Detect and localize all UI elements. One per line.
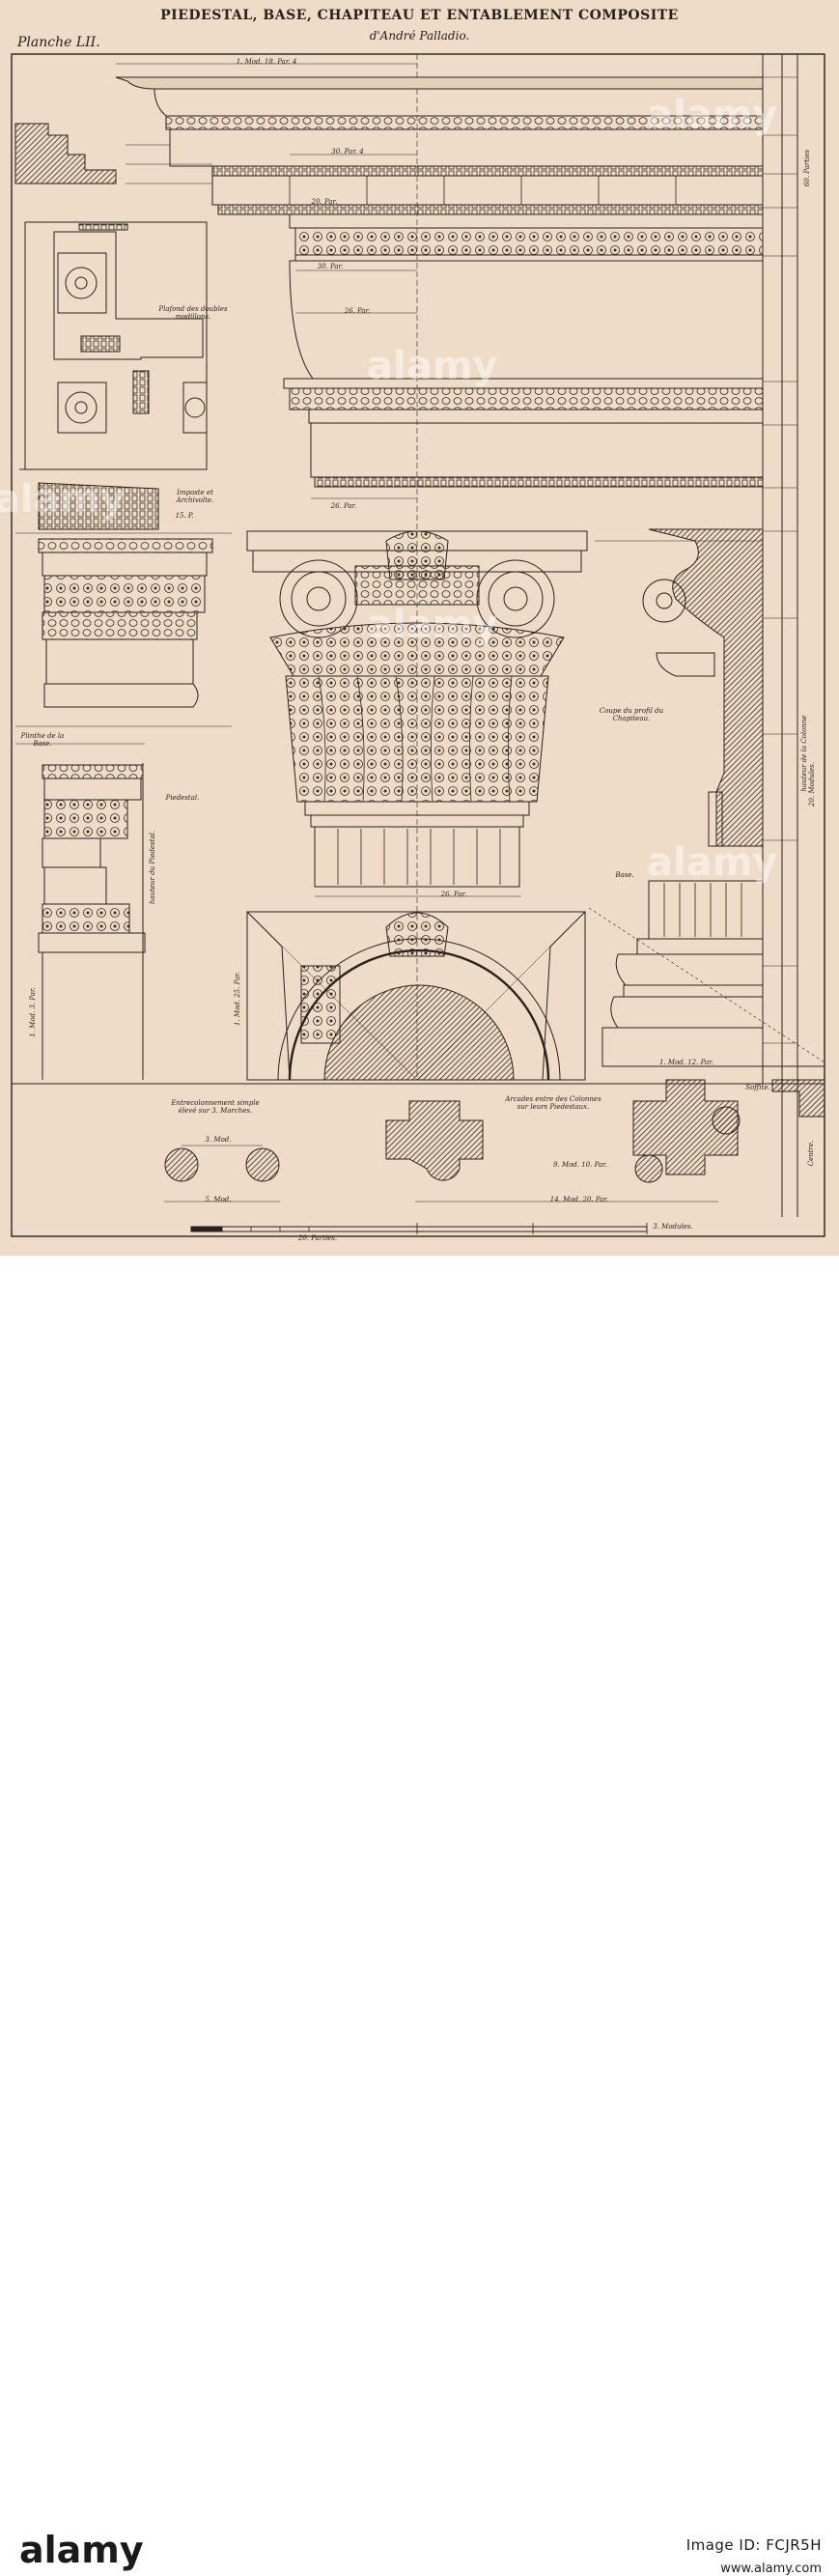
label-plafond: Plafond des doubles modillons. (158, 305, 228, 321)
dim-label: 1. Mod. 12. Par. (659, 1059, 713, 1066)
label-centre: Centre. (807, 1140, 815, 1167)
watermark: alamy (647, 93, 778, 137)
engraving-plate: PIEDESTAL, BASE, CHAPITEAU ET ENTABLEMEN… (0, 0, 839, 1256)
dim-label: 9. Mod. 10. Par. (553, 1161, 607, 1169)
watermark: alamy (367, 603, 498, 647)
dim-label: 3. Mod. (205, 1136, 232, 1144)
plate-title: PIEDESTAL, BASE, CHAPITEAU ET ENTABLEMEN… (160, 8, 679, 23)
label-coupe: Coupe du profil du Chapiteau. (599, 707, 664, 722)
label-soffite: Soffite. (745, 1084, 770, 1091)
label-hauteur-colonne: hauteur de la Colonne (800, 715, 808, 792)
label-arcades: Arcades entre des Colonnes sur leurs Pie… (505, 1095, 601, 1111)
plate-subtitle: d'André Palladio. (369, 29, 470, 42)
architectural-drawing (11, 53, 825, 1237)
image-id: Image ID: FCJR5H (685, 2536, 822, 2554)
label-imposte: Imposte et Archivolte. (176, 489, 214, 504)
watermark: alamy (367, 344, 498, 388)
label-scale-modules: 3. Modules. (653, 1223, 693, 1231)
label-parties-60: 60. Parties (803, 149, 811, 187)
dim-label: 26. Par. (344, 307, 371, 315)
label-base: Base. (615, 871, 634, 879)
dim-label: 15. P. (175, 512, 194, 520)
alamy-logo: alamy (19, 2529, 144, 2571)
dim-label: 5. Mod. (205, 1196, 232, 1203)
dim-label: 1. Mod. 3. Par. (29, 987, 37, 1037)
watermark: alamy (0, 477, 126, 522)
label-scale-parties: 20. Parties. (297, 1234, 338, 1242)
label-plinthe: Plinthe de la Base. (20, 732, 65, 748)
dim-label: 26. Par. (330, 502, 357, 510)
dim-label: 1. Mod. 25. Par. (234, 972, 241, 1026)
dim-label: 1. Mod. 18. Par. 4 (236, 58, 297, 66)
dim-label: 30. Par. (317, 263, 344, 270)
dim-label: 14. Mod. 20. Par. (549, 1196, 609, 1203)
dim-label: 30. Par. 4 (331, 148, 364, 156)
label-entrecolonnement: Entrecolonnement simple élevé sur 3. Mar… (171, 1099, 260, 1115)
stock-footer: alamy Image ID: FCJR5H www.alamy.com (0, 1256, 839, 2576)
dim-label: 26. Par. (440, 891, 467, 898)
dim-label: 20. Par. (311, 198, 338, 206)
label-hauteur-piedestal: hauteur du Piedestal. (149, 830, 156, 905)
label-modules-20: 20. Modules. (808, 762, 816, 807)
site-url: www.alamy.com (720, 2562, 822, 2576)
label-piedestal: Piedestal. (165, 794, 200, 802)
plate-number: Planche LII. (17, 35, 100, 50)
watermark: alamy (647, 840, 778, 885)
